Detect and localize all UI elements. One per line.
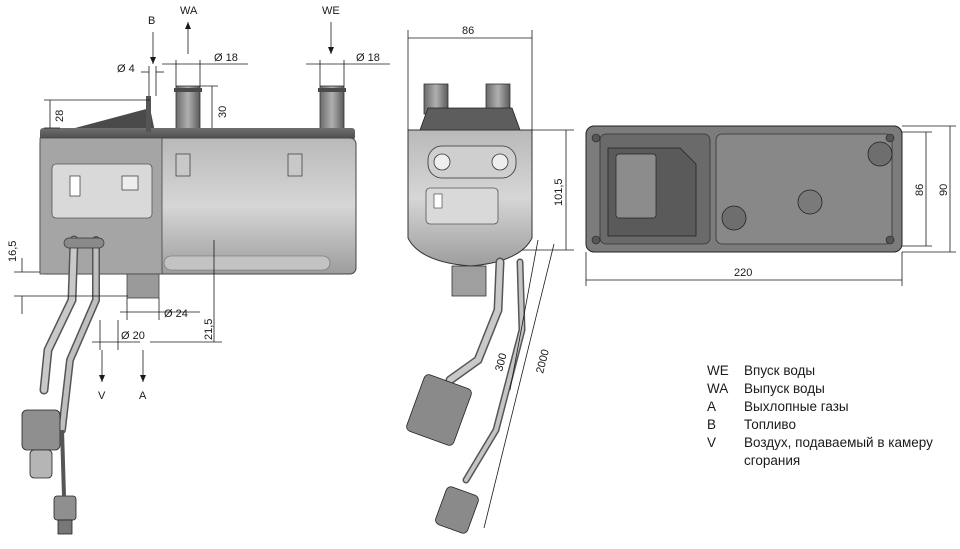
arrow-we-label: WE	[322, 5, 340, 17]
front-view-dims: 86 101,5 300 2000	[407, 25, 574, 529]
legend-key: WE	[707, 363, 729, 378]
we-pipe	[319, 85, 345, 132]
dim-l300: 300	[493, 352, 509, 373]
side-view-dims: B WA WE Ø 4 Ø 18 Ø 18 28 30	[7, 5, 390, 402]
legend-key: A	[707, 399, 717, 414]
legend-row-b: B Топливо	[707, 416, 944, 434]
dim-h16-5: 16,5	[7, 241, 19, 262]
legend-label: Впуск воды	[744, 363, 816, 378]
dim-d24: Ø 24	[164, 308, 188, 320]
dim-d18-we: Ø 18	[356, 52, 380, 64]
dim-d20: Ø 20	[121, 330, 145, 342]
top-view	[585, 125, 903, 253]
legend-key: V	[707, 435, 717, 450]
top-view-dims: 220 86 90	[585, 125, 956, 286]
legend-label: Выхлопные газы	[744, 399, 849, 414]
dim-h86: 86	[914, 184, 926, 196]
legend-row-wa: WA Выпуск воды	[707, 380, 944, 398]
legend-row-a: A Выхлопные газы	[707, 398, 944, 416]
arrow-a-label: A	[139, 390, 147, 402]
dim-w86: 86	[462, 25, 474, 37]
wa-pipe	[175, 85, 201, 132]
front-view	[406, 83, 533, 534]
dim-h101-5: 101,5	[553, 178, 565, 206]
dim-w220: 220	[734, 267, 752, 279]
legend-label: Воздух, подаваемый в камеру сгорания	[744, 435, 933, 468]
legend-key: B	[707, 417, 717, 432]
dim-h90: 90	[938, 184, 950, 196]
arrow-wa-label: WA	[180, 5, 198, 17]
dim-l2000: 2000	[534, 348, 552, 375]
legend-row-we: WE Впуск воды	[707, 362, 944, 380]
dim-d4: Ø 4	[117, 63, 135, 75]
dim-h28: 28	[54, 110, 66, 122]
legend-key: WA	[707, 381, 729, 396]
arrow-b-label: B	[148, 15, 155, 27]
dim-h30: 30	[217, 106, 229, 118]
dim-d18-wa: Ø 18	[214, 52, 238, 64]
side-view	[21, 85, 357, 535]
legend-label: Топливо	[744, 417, 796, 432]
legend: WE Впуск воды WA Выпуск воды A Выхлопные…	[707, 362, 944, 470]
legend-label: Выпуск воды	[744, 381, 825, 396]
dim-h21-5: 21,5	[203, 319, 215, 340]
arrow-v-label: V	[98, 390, 106, 402]
legend-row-v: V Воздух, подаваемый в камеру сгорания	[707, 434, 944, 470]
